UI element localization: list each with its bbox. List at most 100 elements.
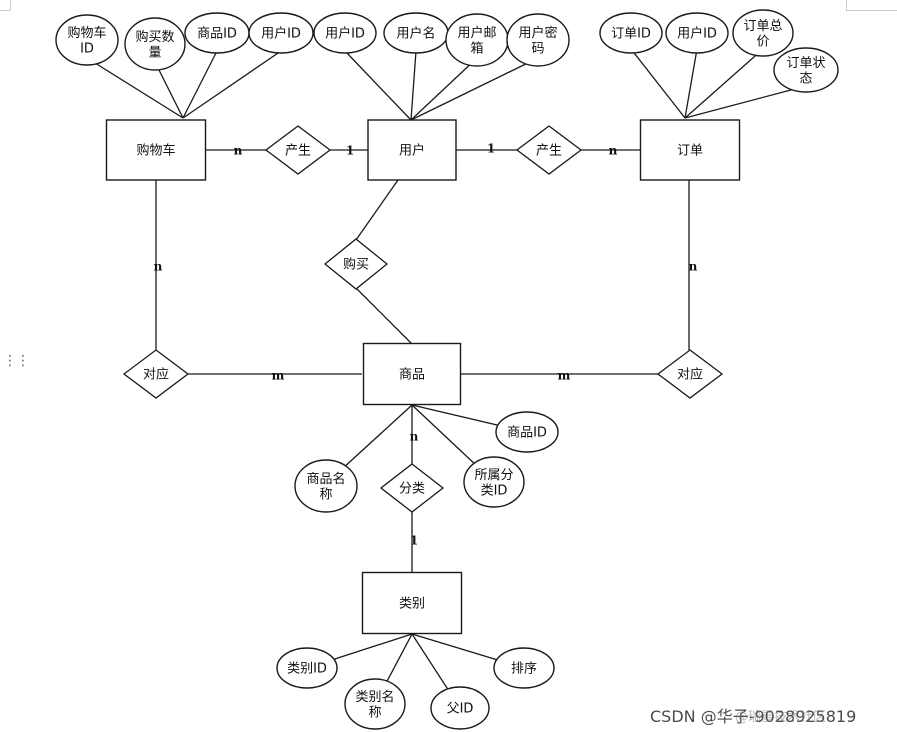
entity-category[interactable]: 类别 (361, 571, 463, 635)
entity-order-label: 订单 (677, 144, 703, 159)
rel-user-order-produce-shape (515, 125, 583, 175)
user-attribute-line (344, 50, 412, 121)
rel-order-product-correspond[interactable]: 对应 (656, 349, 724, 399)
attr-order-id[interactable]: 订单ID (599, 12, 663, 54)
entity-cart-box (105, 119, 207, 181)
attr-category-id-label: 类别ID (287, 662, 327, 677)
cart-attribute-line (182, 50, 282, 119)
attr-category-name-oval (344, 678, 406, 730)
attr-order-status[interactable]: 订单状态 (773, 47, 839, 93)
attr-order-id-label: 订单ID (611, 27, 651, 42)
card-classify-1: 1 (410, 534, 418, 548)
attr-cart-user-id-oval (248, 12, 314, 54)
attr-purchase-quantity-label: 购买数量 (135, 29, 174, 61)
entity-user[interactable]: 用户 (367, 119, 457, 181)
attr-user-password-label: 用户密码 (518, 25, 557, 57)
cart-attribute-line (86, 57, 184, 119)
entity-product[interactable]: 商品 (362, 342, 462, 406)
entity-cart[interactable]: 购物车 (105, 119, 207, 181)
rel-cart-product-correspond-shape (122, 349, 190, 399)
rel-cart-product-correspond-label: 对应 (143, 367, 169, 383)
attr-sort-order-oval (493, 647, 555, 689)
attr-user-email-label: 用户邮箱 (457, 25, 496, 57)
attr-order-user-id-label: 用户ID (677, 26, 717, 42)
attr-sort-order[interactable]: 排序 (493, 647, 555, 689)
entity-product-box (362, 342, 462, 406)
rel-user-order-produce-label: 产生 (536, 144, 562, 159)
card-user-order-1: 1 (487, 142, 495, 156)
rel-user-order-produce[interactable]: 产生 (515, 125, 583, 175)
attr-category-name-label: 类别名称 (355, 689, 394, 721)
entity-user-box (367, 119, 457, 181)
card-order-product-m: m (558, 369, 571, 383)
order-attribute-line (684, 48, 698, 119)
attr-product-name[interactable]: 商品名称 (294, 459, 358, 513)
attr-purchase-quantity[interactable]: 购买数量 (124, 17, 186, 71)
attr-cart-product-id[interactable]: 商品ID (184, 12, 250, 54)
attr-product-name-oval (294, 459, 358, 513)
entity-product-label: 商品 (399, 368, 425, 383)
attr-order-total-oval (732, 9, 794, 57)
attr-username[interactable]: 用户名 (383, 12, 449, 54)
attr-cart-user-id[interactable]: 用户ID (248, 12, 314, 54)
user-attribute-line (410, 57, 539, 121)
attr-user-id[interactable]: 用户ID (313, 12, 377, 54)
card-cart-user-1: 1 (346, 144, 354, 158)
attr-order-status-label: 订单状态 (786, 56, 825, 87)
rel-purchase[interactable]: 购买 (323, 238, 389, 290)
attr-cart-user-id-label: 用户ID (261, 26, 301, 42)
rel-order-product-correspond-label: 对应 (677, 367, 703, 383)
order-attribute-line (630, 48, 686, 119)
attr-product-category-id-oval (463, 456, 525, 508)
overlay-watermark: @瑞雪技术社区 (735, 710, 827, 725)
connector-lines (86, 48, 807, 709)
rel-classify[interactable]: 分类 (379, 463, 445, 513)
entity-category-label: 类别 (399, 597, 425, 612)
attr-user-email[interactable]: 用户邮箱 (445, 13, 509, 67)
attr-order-total[interactable]: 订单总价 (732, 9, 794, 57)
attr-user-id-oval (313, 12, 377, 54)
order-attribute-line (684, 85, 807, 119)
attr-category-id[interactable]: 类别ID (276, 647, 338, 689)
entity-order[interactable]: 订单 (639, 119, 741, 181)
cart-attribute-line (182, 50, 218, 119)
attr-parent-id-label: 父ID (447, 702, 474, 717)
card-order-product-n: n (689, 260, 698, 274)
rel-cart-user-produce-label: 产生 (285, 144, 311, 159)
rel-order-product-correspond-shape (656, 349, 724, 399)
attr-order-total-label: 订单总价 (743, 19, 782, 50)
attr-product-name-label: 商品名称 (306, 471, 345, 503)
entity-cart-label: 购物车 (136, 143, 175, 159)
card-user-order-n: n (609, 144, 618, 158)
rel-purchase-label: 购买 (343, 257, 369, 273)
attr-order-user-id-oval (665, 12, 729, 54)
order-attribute-line (684, 48, 764, 119)
card-cart-product-n: n (154, 260, 163, 274)
attr-product-category-id-label: 所属分类ID (474, 468, 513, 499)
page-corner-mark-right (846, 0, 897, 11)
attr-username-label: 用户名 (396, 26, 435, 42)
attr-cart-product-id-label: 商品ID (197, 27, 237, 42)
attr-category-name[interactable]: 类别名称 (344, 678, 406, 730)
rel-cart-user-produce[interactable]: 产生 (264, 125, 332, 175)
rel-purchase-shape (323, 238, 389, 290)
rel-classify-shape (379, 463, 445, 513)
attr-user-password[interactable]: 用户密码 (506, 13, 570, 67)
entity-order-box (639, 119, 741, 181)
attr-parent-id[interactable]: 父ID (430, 686, 490, 730)
attr-product-category-id[interactable]: 所属分类ID (463, 456, 525, 508)
attr-order-user-id[interactable]: 用户ID (665, 12, 729, 54)
attr-product-id[interactable]: 商品ID (495, 411, 559, 453)
rel-cart-product-correspond[interactable]: 对应 (122, 349, 190, 399)
attr-purchase-quantity-oval (124, 17, 186, 71)
user-purchase-line (355, 179, 399, 241)
attr-product-id-label: 商品ID (507, 426, 547, 441)
card-cart-product-m: m (272, 369, 285, 383)
attr-user-id-label: 用户ID (325, 26, 365, 42)
attr-category-id-oval (276, 647, 338, 689)
attr-order-status-oval (773, 47, 839, 93)
